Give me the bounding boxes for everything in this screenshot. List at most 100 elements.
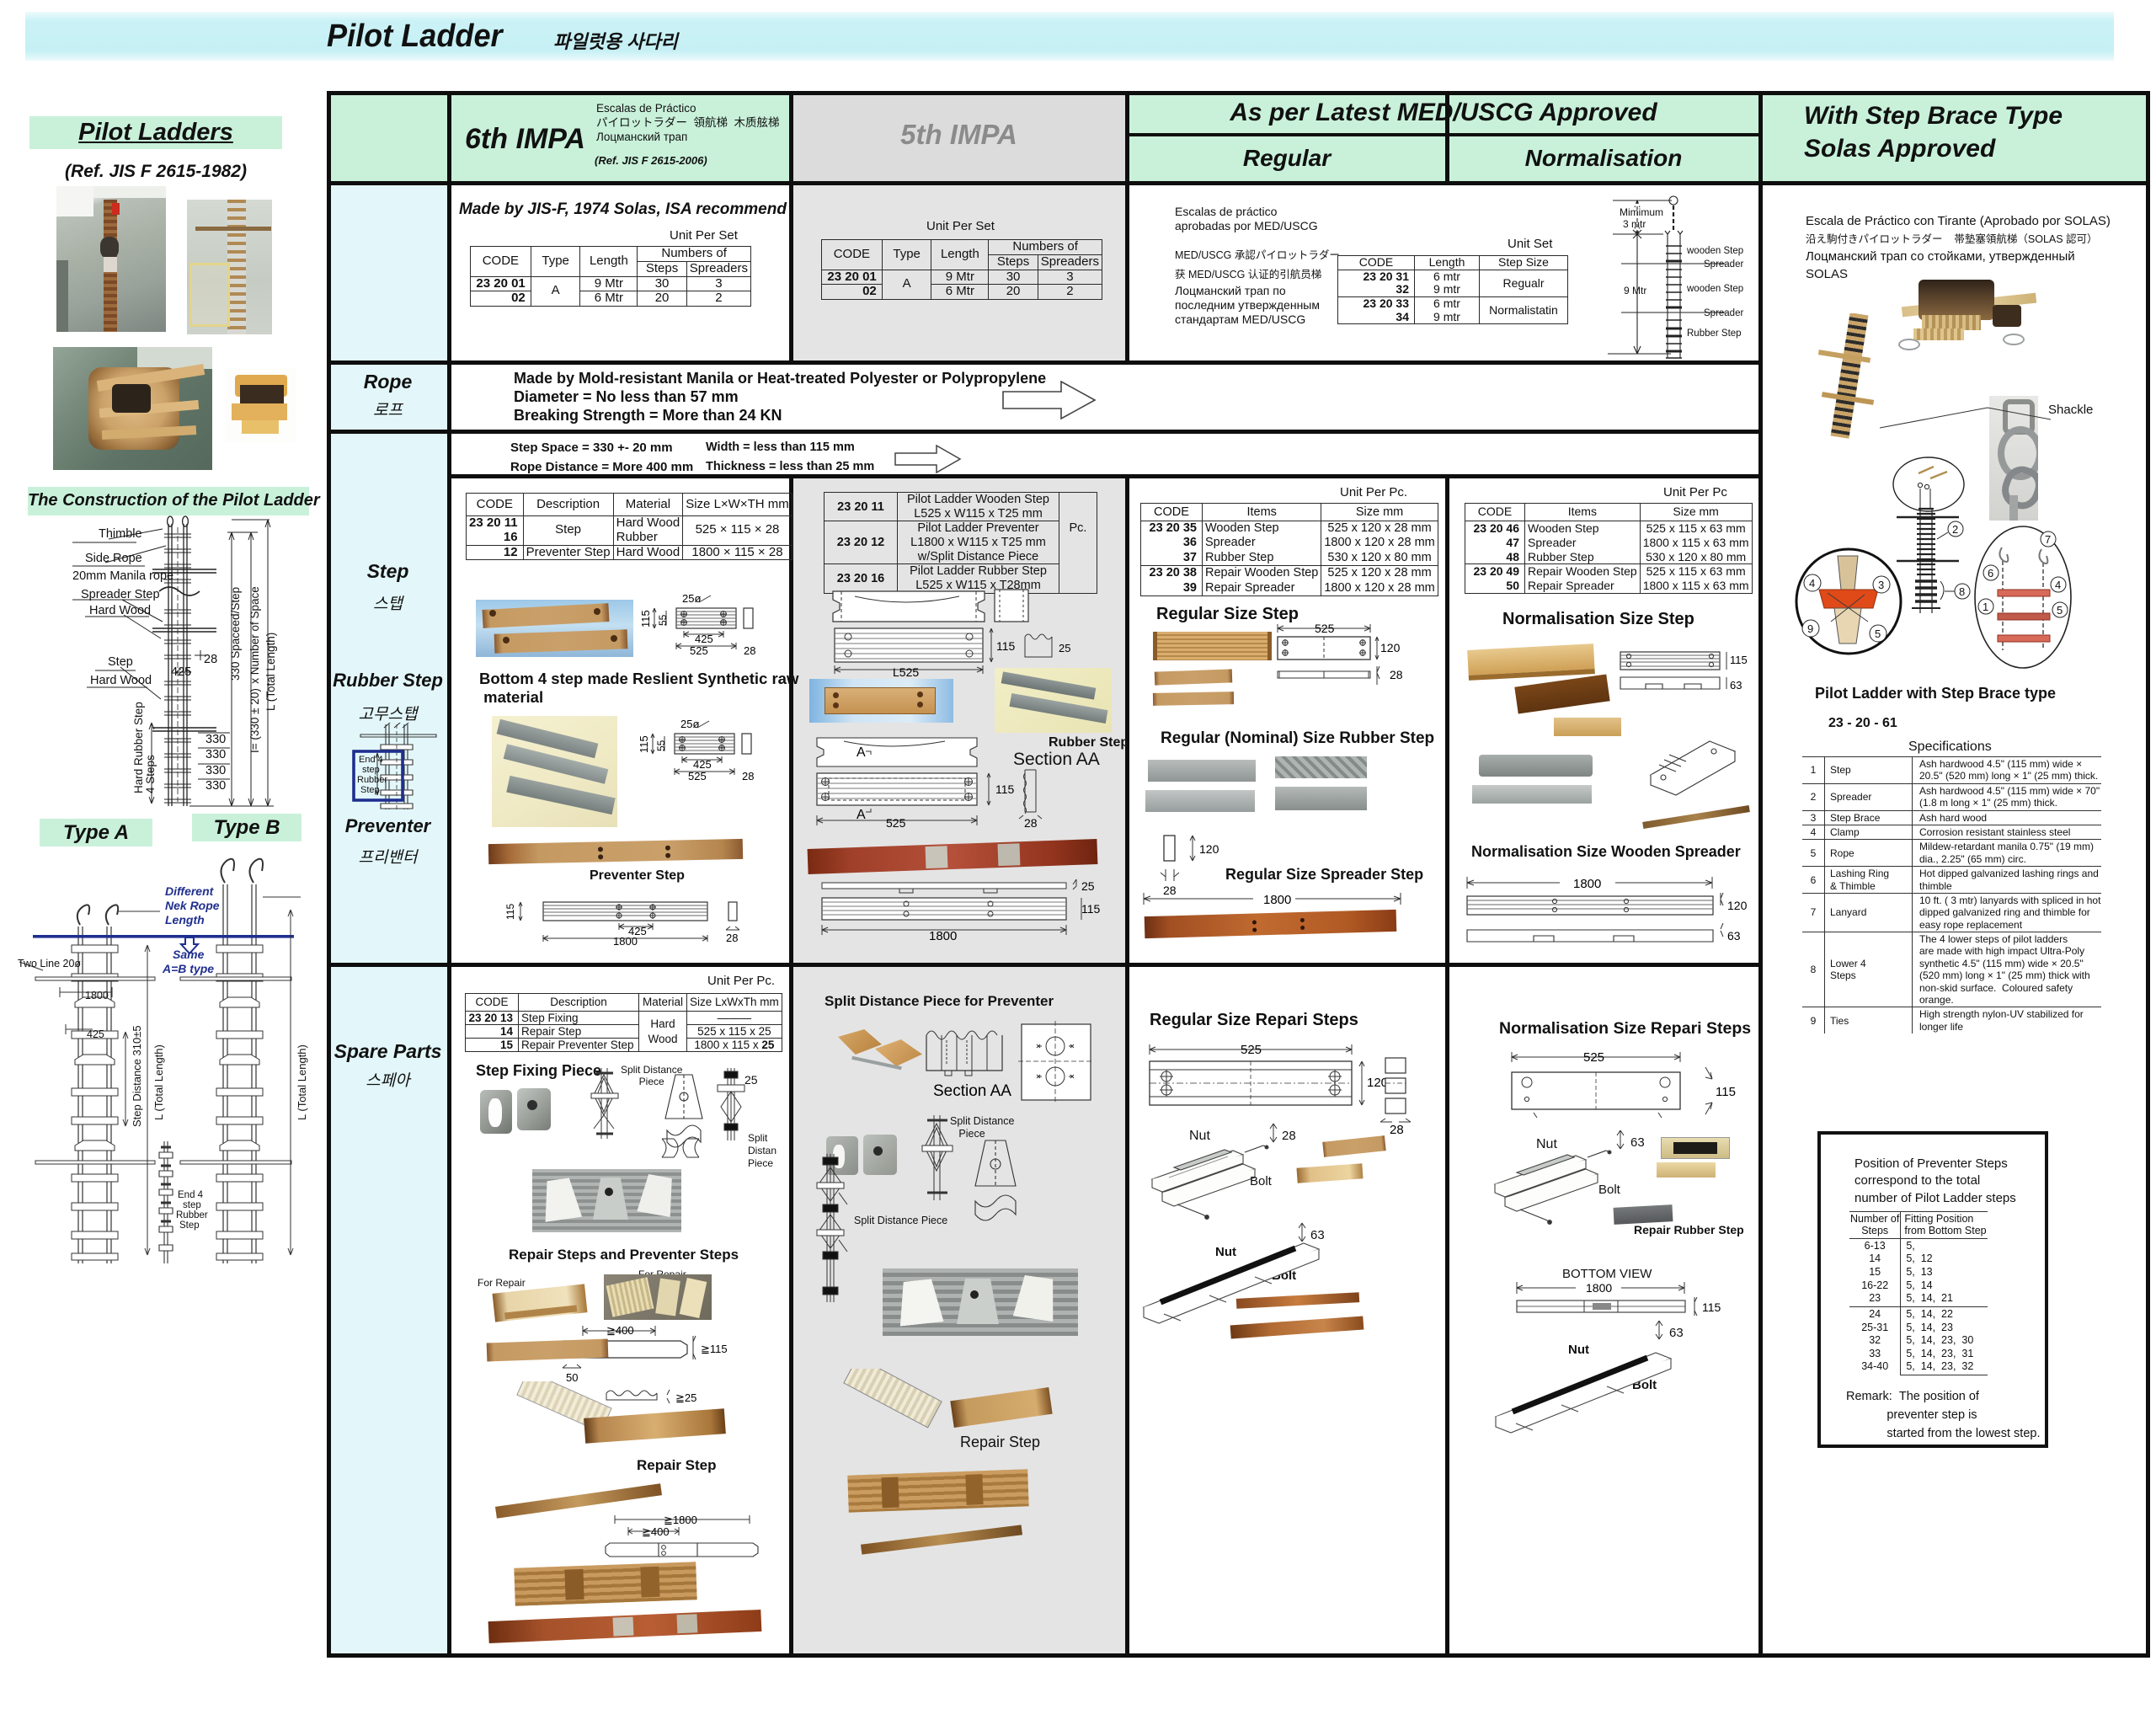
svg-text:120: 120 (1727, 899, 1748, 912)
svg-text:1800: 1800 (613, 935, 638, 945)
svg-text:I= (330 ± 20) x Number of Spa: I= (330 ± 20) x Number of Space (248, 586, 261, 753)
svg-text:L525: L525 (893, 665, 919, 676)
svg-text:Hard Rubber Step: Hard Rubber Step (132, 702, 145, 793)
svg-text:≧400: ≧400 (606, 1324, 634, 1337)
svg-text:115: 115 (995, 782, 1015, 796)
svg-text:End 4: End 4 (178, 1190, 204, 1200)
svg-text:115: 115 (1081, 902, 1101, 916)
svg-text:3: 3 (1878, 579, 1884, 591)
svg-text:25: 25 (1081, 879, 1095, 893)
svg-text:step: step (183, 1200, 201, 1210)
svg-text:120: 120 (1199, 842, 1219, 856)
svg-text:525: 525 (690, 644, 708, 655)
svg-text:120: 120 (1367, 1076, 1388, 1090)
svg-text:63: 63 (1727, 929, 1741, 943)
svg-text:55: 55 (655, 740, 667, 751)
svg-text:L (Total Length): L (Total Length) (152, 1044, 165, 1120)
svg-text:28: 28 (744, 644, 755, 655)
svg-text:Same: Same (173, 948, 205, 961)
svg-text:25ø: 25ø (682, 592, 701, 605)
svg-text:330: 330 (205, 764, 226, 777)
svg-text:Side Rope: Side Rope (85, 552, 142, 565)
svg-text:115: 115 (505, 904, 516, 920)
svg-text:4: 4 (2055, 579, 2061, 591)
svg-text:5: 5 (2057, 604, 2063, 617)
svg-text:330: 330 (205, 748, 226, 761)
svg-text:5: 5 (1875, 628, 1881, 640)
svg-text:25ø: 25ø (680, 718, 699, 730)
svg-text:425: 425 (87, 1028, 104, 1040)
svg-text:Spreader: Spreader (1704, 308, 1743, 318)
svg-text:≧115: ≧115 (701, 1343, 728, 1355)
svg-text:425: 425 (628, 925, 647, 937)
svg-text:28: 28 (1390, 1123, 1404, 1135)
svg-text:6: 6 (1988, 567, 1993, 579)
svg-text:28: 28 (204, 653, 217, 666)
svg-text:28: 28 (1163, 884, 1177, 897)
svg-text:55: 55 (657, 614, 669, 626)
svg-text:wooden Step: wooden Step (1686, 246, 1743, 256)
svg-text:20mm Manila rope: 20mm Manila rope (72, 569, 173, 583)
svg-text:8: 8 (1959, 585, 1965, 598)
svg-text:≧1800: ≧1800 (664, 1514, 697, 1526)
svg-text:50: 50 (566, 1371, 578, 1384)
svg-text:425: 425 (171, 665, 191, 679)
svg-text:28: 28 (1390, 668, 1403, 681)
svg-text:A: A (857, 745, 866, 760)
svg-text:330: 330 (205, 779, 226, 793)
svg-text:330: 330 (205, 733, 226, 746)
svg-text:115: 115 (1702, 1300, 1721, 1314)
svg-text:1800: 1800 (1573, 877, 1601, 891)
svg-text:L (Total Length): L (Total Length) (296, 1044, 308, 1120)
svg-text:115: 115 (1716, 1085, 1736, 1099)
svg-text:1800: 1800 (1263, 893, 1291, 907)
svg-text:step: step (362, 765, 380, 775)
svg-text:Thimble: Thimble (99, 527, 142, 541)
svg-text:A=B type: A=B type (162, 962, 214, 975)
svg-text:Hard Wood: Hard Wood (90, 674, 152, 687)
svg-text:Section AA: Section AA (933, 1082, 1011, 1100)
svg-text:Mimimum: Mimimum (1620, 206, 1663, 218)
svg-text:wooden Step: wooden Step (1686, 284, 1743, 294)
svg-text:28: 28 (1024, 816, 1038, 827)
svg-text:4: 4 (1809, 577, 1815, 590)
svg-text:425: 425 (693, 758, 712, 771)
svg-text:63: 63 (1730, 679, 1742, 692)
svg-text:7: 7 (2045, 533, 2051, 546)
svg-text:Spreader Step: Spreader Step (81, 588, 160, 601)
svg-text:525: 525 (1583, 1050, 1604, 1065)
svg-text:1800: 1800 (85, 990, 109, 1001)
svg-text:120: 120 (1380, 641, 1401, 654)
svg-text:4 Steps: 4 Steps (144, 755, 157, 793)
svg-text:Spreader: Spreader (1704, 259, 1743, 270)
svg-text:Hard Wood: Hard Wood (89, 604, 151, 617)
svg-text:Two Line 20ø: Two Line 20ø (18, 958, 81, 969)
svg-text:115: 115 (1730, 654, 1748, 666)
svg-text:Step: Step (108, 655, 133, 669)
svg-text:330 Spaceed/Step: 330 Spaceed/Step (229, 587, 242, 681)
svg-text:Step Distance 310±5: Step Distance 310±5 (131, 1025, 143, 1127)
svg-text:2: 2 (1952, 523, 1958, 536)
svg-text:115: 115 (639, 610, 652, 628)
svg-text:115: 115 (996, 639, 1016, 653)
svg-text:525: 525 (688, 770, 707, 781)
svg-text:3 mtr: 3 mtr (1623, 218, 1646, 230)
svg-text:1: 1 (1983, 601, 1988, 613)
svg-text:9 Mtr: 9 Mtr (1624, 285, 1646, 296)
svg-text:L (Total Length): L (Total Length) (264, 633, 277, 711)
svg-text:≧400: ≧400 (642, 1525, 670, 1538)
svg-text:525: 525 (886, 816, 906, 827)
svg-text:425: 425 (695, 633, 713, 645)
svg-text:28: 28 (742, 770, 754, 781)
svg-text:Nek Rope: Nek Rope (165, 899, 220, 912)
svg-text:525: 525 (1315, 623, 1335, 635)
svg-text:115: 115 (638, 735, 650, 753)
svg-text:A: A (857, 808, 866, 822)
svg-text:Rubber: Rubber (176, 1210, 208, 1220)
svg-text:Rubber Step: Rubber Step (1687, 328, 1742, 339)
svg-text:9: 9 (1807, 622, 1813, 635)
svg-text:525: 525 (1241, 1043, 1262, 1057)
svg-text:25: 25 (1059, 642, 1070, 654)
svg-text:Rubber: Rubber (357, 775, 387, 785)
svg-text:Step: Step (179, 1220, 200, 1231)
